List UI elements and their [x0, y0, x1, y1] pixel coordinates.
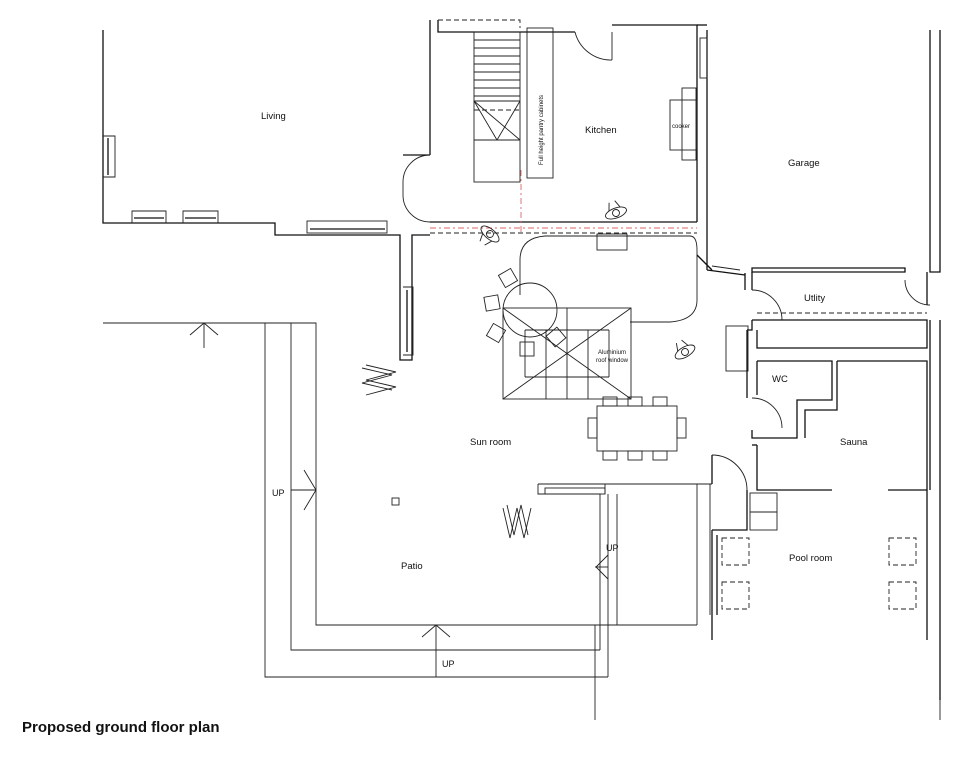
patio-label: Patio — [401, 561, 423, 572]
sun-room-label: Sun room — [470, 437, 511, 448]
staircase — [473, 31, 521, 183]
living-room-walls — [102, 20, 431, 361]
patio-boundaries — [103, 322, 712, 678]
pool-room-fixtures — [721, 537, 917, 610]
up-label-bottom: UP — [442, 659, 455, 669]
plan-title: Proposed ground floor plan — [22, 719, 220, 736]
utility-walls — [747, 272, 931, 349]
living-double-door — [402, 154, 431, 223]
pool-room-walls — [711, 320, 941, 700]
utility-appliance — [725, 325, 749, 372]
garage-walls — [696, 30, 941, 290]
roof-window-label-2: roof window — [596, 358, 629, 364]
bifold-door-west — [361, 364, 397, 396]
sunroom-curved-wall — [502, 235, 698, 338]
pool-room-label: Pool room — [789, 553, 832, 564]
pantry-cabinets: Full height pantry cabinets — [526, 27, 554, 179]
roof-window-label-1: Aluminium — [598, 350, 626, 356]
kitchen-walls — [430, 19, 708, 270]
roof-window: Aluminium roof window — [502, 307, 632, 400]
wc-walls — [746, 330, 833, 439]
step-labels: UP UP UP — [272, 488, 619, 669]
sauna-walls — [752, 360, 928, 491]
sauna-label: Sauna — [840, 437, 868, 448]
wc-label: WC — [772, 374, 788, 385]
sunroom-post — [391, 497, 400, 506]
up-label-left: UP — [272, 488, 285, 498]
step-arrows — [189, 322, 609, 677]
up-label-right: UP — [606, 543, 619, 553]
cooker: cooker — [669, 87, 698, 161]
cooker-label: cooker — [672, 124, 690, 130]
lounge-chairs — [483, 267, 567, 357]
bifold-door-south — [502, 504, 532, 539]
room-labels: Living Kitchen Garage Utlity WC Sauna Su… — [261, 111, 868, 572]
kitchen-door — [574, 31, 613, 61]
garage-label: Garage — [788, 158, 820, 169]
site-boundary — [594, 625, 941, 720]
utility-label: Utlity — [804, 293, 825, 304]
person-figures — [479, 200, 696, 360]
kitchen-island-unit — [596, 233, 628, 251]
kitchen-label: Kitchen — [585, 125, 617, 136]
pantry-label: Full height pantry cabinets — [539, 95, 545, 165]
ceiling-lines — [430, 170, 697, 235]
dining-table — [587, 396, 687, 461]
living-label: Living — [261, 111, 286, 122]
